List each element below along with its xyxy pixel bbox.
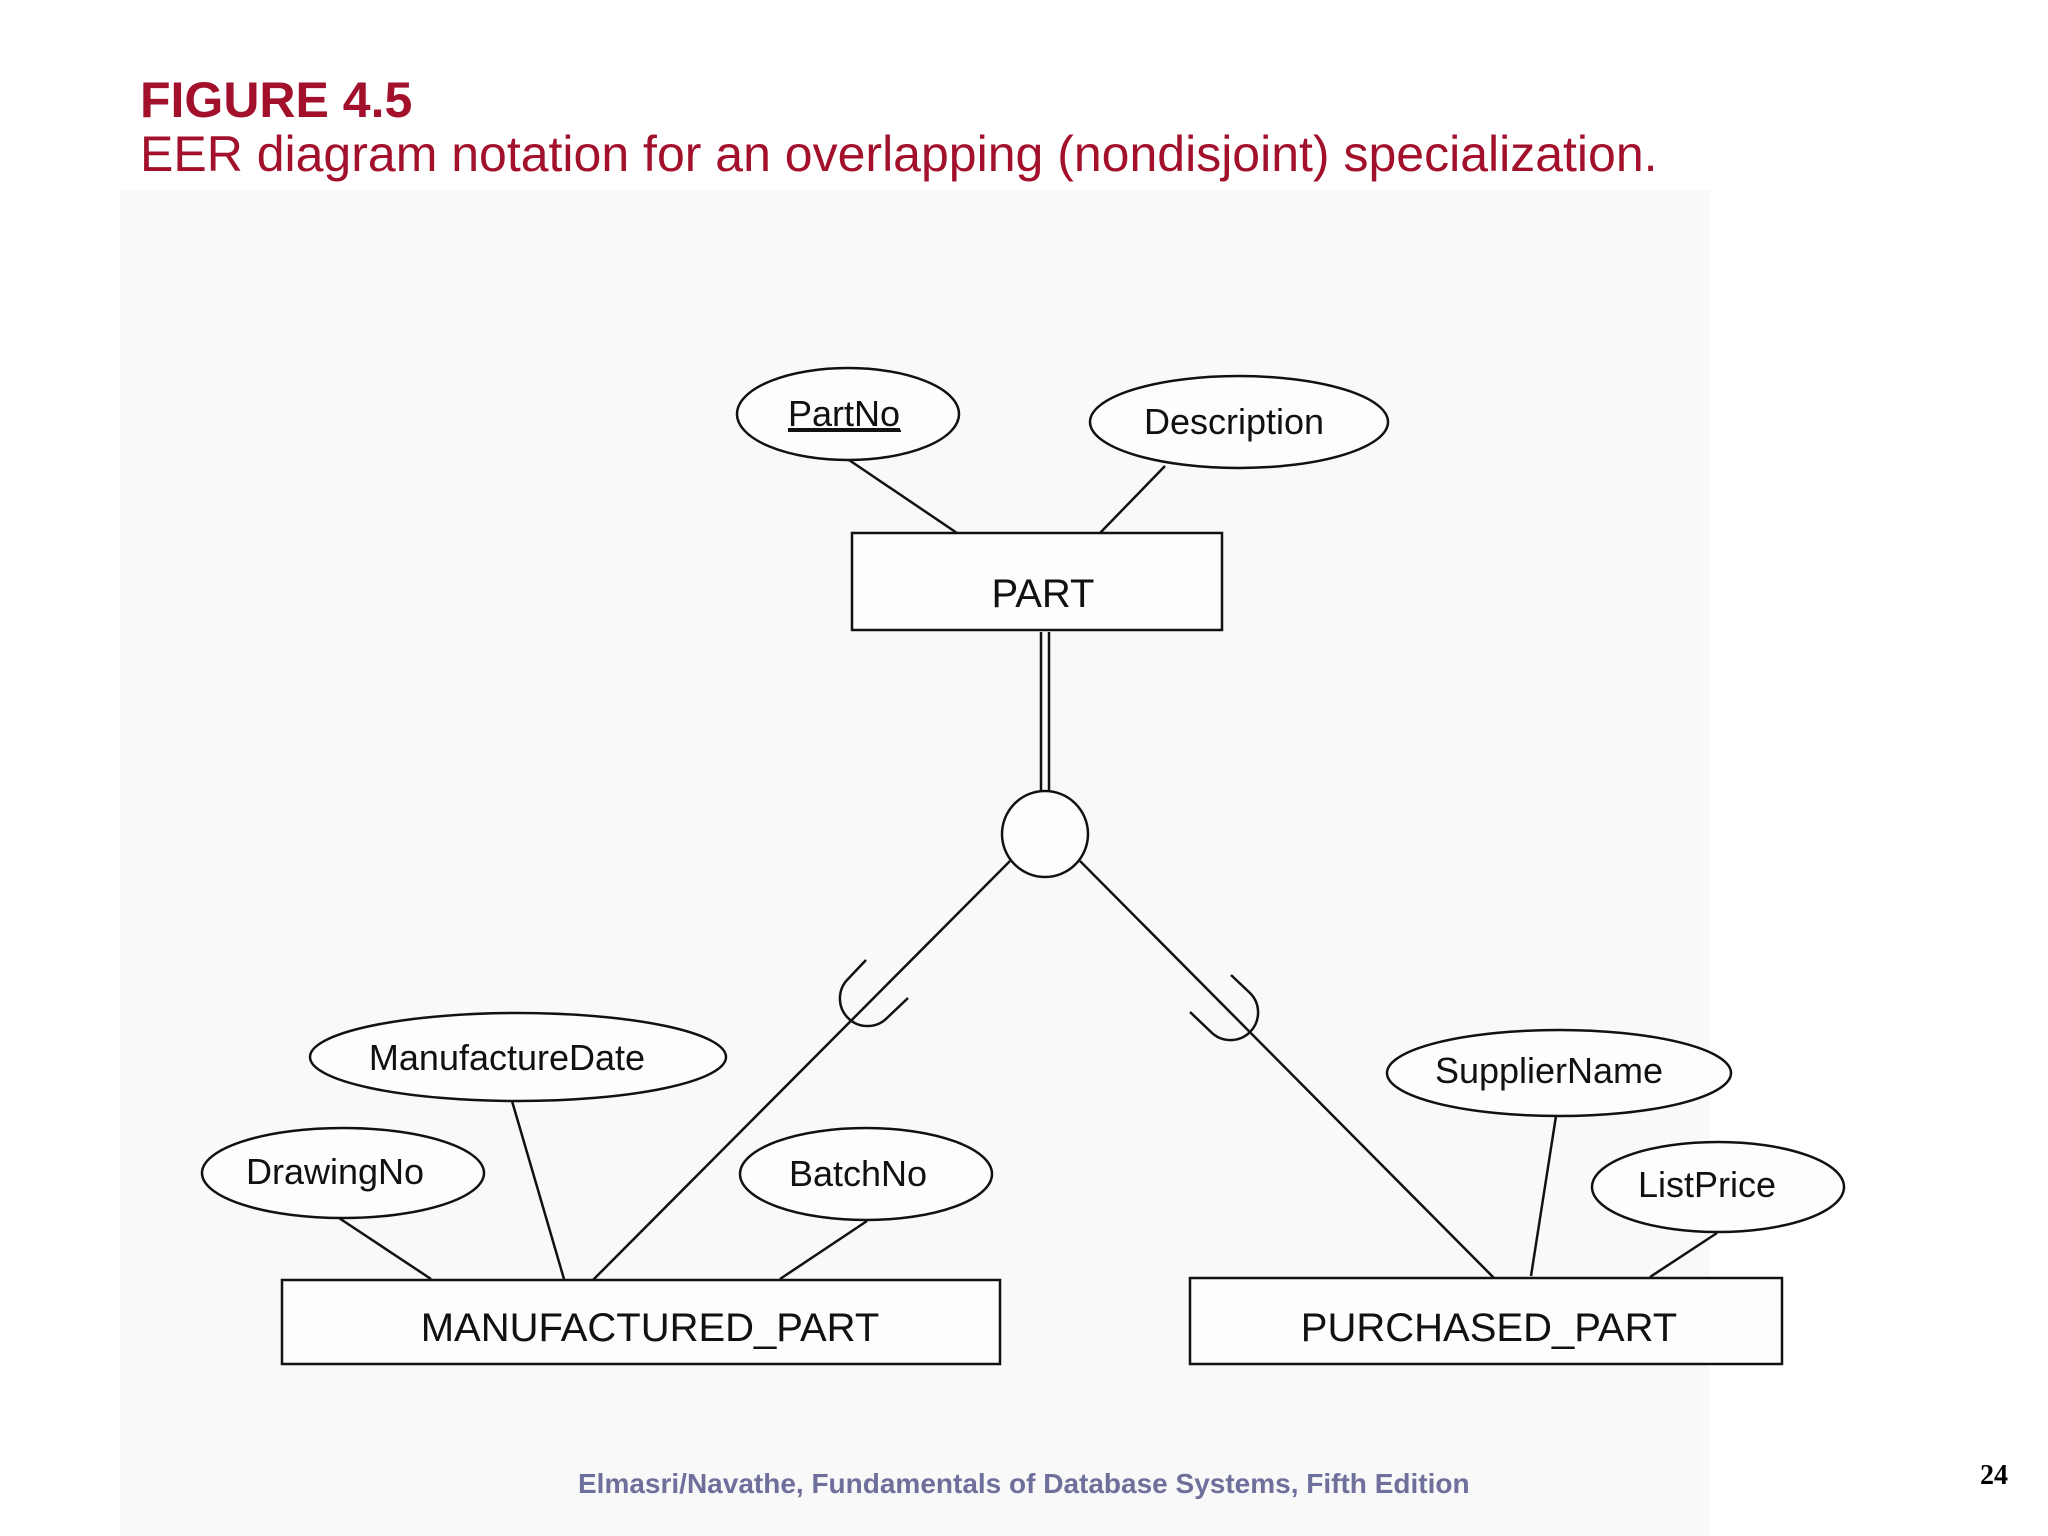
attribute-drawingno: DrawingNo [200, 1126, 486, 1220]
entity-part: PART [850, 531, 1224, 632]
link-drawingno-manufactured [338, 1216, 432, 1281]
footer-citation: Elmasri/Navathe, Fundamentals of Databas… [578, 1468, 1470, 1499]
attribute-suppliername-label: SupplierName [1435, 1050, 1663, 1091]
subset-symbol-manufactured [838, 959, 909, 1028]
attribute-manufacturedate: ManufactureDate [308, 1011, 728, 1103]
link-manufacturedate-manufactured [510, 1100, 566, 1280]
attribute-drawingno-label: DrawingNo [246, 1151, 424, 1192]
attribute-description-label: Description [1144, 401, 1324, 442]
specialization-circle [1000, 789, 1090, 879]
link-partno-part [848, 458, 958, 535]
attribute-manufacturedate-label: ManufactureDate [369, 1037, 645, 1078]
link-suppliername-purchased [1529, 1115, 1558, 1277]
entity-manufactured-part: MANUFACTURED_PART [280, 1278, 1002, 1366]
attribute-batchno-label: BatchNo [789, 1153, 927, 1194]
attribute-suppliername: SupplierName [1385, 1028, 1733, 1118]
attribute-listprice-label: ListPrice [1638, 1164, 1776, 1205]
page-number: 24 [1980, 1460, 2008, 1491]
link-circle-manufactured [592, 860, 1011, 1281]
link-batchno-manufactured [779, 1219, 868, 1281]
attribute-partno: PartNo [735, 366, 961, 462]
figure-title: FIGURE 4.5 [140, 72, 413, 128]
attribute-partno-label: PartNo [788, 393, 900, 434]
figure-caption: EER diagram notation for an overlapping … [140, 126, 1658, 182]
link-circle-purchased [1079, 860, 1495, 1279]
entity-purchased-part-label: PURCHASED_PART [1301, 1306, 1677, 1350]
entity-purchased-part: PURCHASED_PART [1188, 1276, 1784, 1366]
attribute-description: Description [1088, 374, 1390, 470]
entity-part-label: PART [992, 572, 1095, 616]
link-listprice-purchased [1649, 1231, 1718, 1279]
link-description-part [1099, 465, 1166, 534]
subset-symbol-purchased [1189, 974, 1260, 1042]
entity-manufactured-part-label: MANUFACTURED_PART [421, 1306, 880, 1350]
attribute-listprice: ListPrice [1590, 1140, 1846, 1234]
attribute-batchno: BatchNo [738, 1126, 994, 1222]
